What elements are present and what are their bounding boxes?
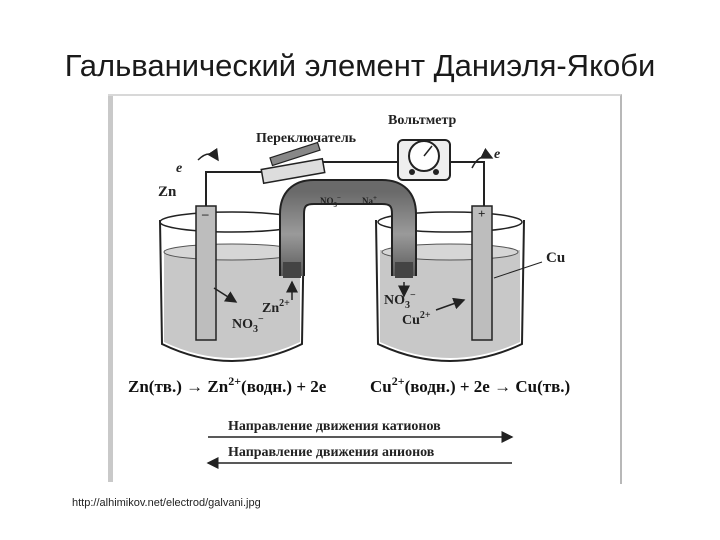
cu-ion-label: Cu2+ bbox=[402, 310, 431, 328]
switch bbox=[260, 141, 326, 185]
cathode-half-reaction: Cu2+(водн.) + 2e → Cu(тв.) bbox=[370, 374, 570, 396]
bridge-anion-label: NO3− bbox=[320, 194, 341, 209]
anions-direction-label: Направление движения анионов bbox=[228, 445, 435, 460]
zinc-electrode bbox=[195, 205, 217, 341]
minus-sign: – bbox=[201, 206, 209, 221]
bridge-cation-label: Na+ bbox=[362, 194, 377, 206]
switch-label: Переключатель bbox=[256, 131, 357, 146]
electron-label-right: e bbox=[494, 147, 500, 162]
left-anion-label: NO3− bbox=[232, 314, 264, 335]
zn-ion-label: Zn2+ bbox=[262, 298, 290, 316]
cu-electrode-label: Cu bbox=[546, 250, 565, 266]
slide-title: Гальванический элемент Даниэля-Якоби bbox=[64, 48, 656, 83]
electron-arrow-left bbox=[197, 147, 219, 162]
voltmeter-label: Вольтметр bbox=[388, 113, 457, 128]
electron-label-left: e bbox=[176, 161, 182, 176]
right-ion-arrow-2 bbox=[435, 297, 466, 311]
anode-half-reaction: Zn(тв.) → Zn2+(водн.) + 2e bbox=[128, 374, 327, 396]
plus-sign: + bbox=[478, 206, 485, 221]
external-circuit-wires bbox=[205, 161, 485, 210]
salt-bridge bbox=[279, 179, 417, 278]
cations-direction-label: Направление движения катионов bbox=[228, 419, 441, 434]
figure-frame bbox=[108, 94, 622, 484]
zn-electrode-label: Zn bbox=[158, 184, 177, 200]
right-anion-label: NO3− bbox=[384, 290, 416, 311]
copper-electrode bbox=[471, 205, 493, 341]
left-ion-arrow-1 bbox=[213, 287, 238, 303]
source-url: http://alhimikov.net/electrod/galvani.jp… bbox=[72, 497, 261, 509]
voltmeter bbox=[397, 139, 451, 181]
cu-label-leader bbox=[493, 261, 543, 279]
electron-arrow-right bbox=[471, 147, 494, 169]
